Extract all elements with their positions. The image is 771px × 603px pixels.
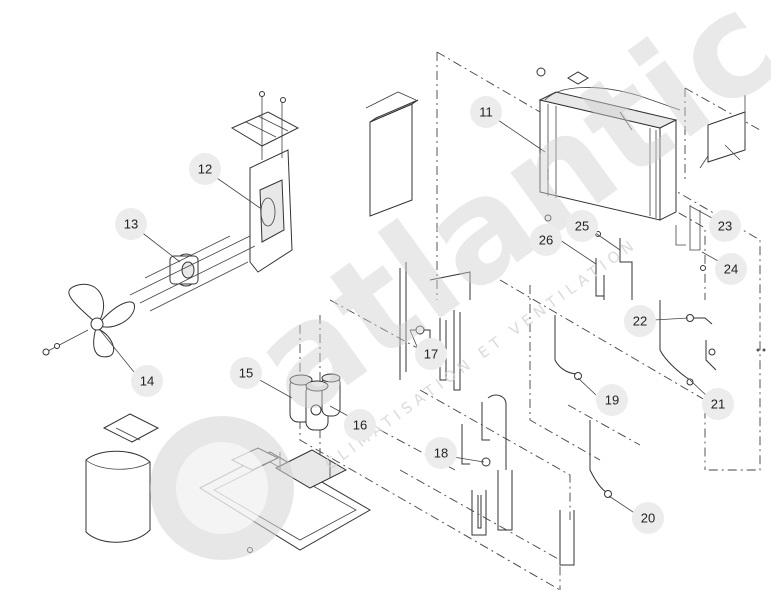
fan-motor-part [129, 235, 256, 312]
callout-23: 23 [709, 210, 741, 242]
callout-25: 25 [566, 210, 598, 242]
callout-19-label: 19 [605, 393, 619, 408]
piping-assembly-18 [461, 394, 575, 566]
callout-22: 22 [624, 305, 656, 337]
compressor-part [289, 373, 341, 431]
callout-14: 14 [131, 365, 163, 397]
callout-17: 17 [415, 338, 447, 370]
callout-11-label: 11 [479, 105, 493, 120]
callout-24-label: 24 [724, 262, 738, 277]
callout-22-label: 22 [633, 314, 647, 329]
motor-bracket-part [230, 91, 300, 273]
callout-16: 16 [344, 409, 376, 441]
propeller-fan-part [42, 283, 136, 358]
callout-25-label: 25 [575, 219, 589, 234]
piping-assembly-right [544, 214, 717, 498]
callout-26: 26 [530, 224, 562, 256]
callout-12-label: 12 [198, 162, 212, 177]
callout-19: 19 [596, 384, 628, 416]
condenser-coil-part [536, 67, 713, 221]
callouts: 11 12 13 14 15 16 17 18 [115, 96, 747, 534]
partition-plate-part [365, 91, 419, 217]
callout-18: 18 [425, 437, 457, 469]
callout-20: 20 [632, 502, 664, 534]
callout-15-label: 15 [239, 366, 253, 381]
callout-24: 24 [715, 253, 747, 285]
registration-mark [756, 348, 766, 352]
callout-20-label: 20 [641, 511, 655, 526]
callout-26-label: 26 [539, 233, 553, 248]
callout-17-label: 17 [424, 347, 438, 362]
callout-12: 12 [189, 153, 221, 185]
callout-21: 21 [702, 388, 734, 420]
callout-13-label: 13 [124, 217, 138, 232]
callout-14-label: 14 [140, 374, 154, 389]
right-bracket-part [675, 95, 746, 271]
callout-13: 13 [115, 208, 147, 240]
side-cover-part [85, 413, 160, 543]
callout-21-label: 21 [711, 397, 725, 412]
callout-11: 11 [470, 96, 502, 128]
callout-18-label: 18 [434, 446, 448, 461]
callout-16-label: 16 [353, 418, 367, 433]
leader-lines [99, 119, 721, 515]
callout-15: 15 [230, 357, 262, 389]
atlantic-watermark: atlantic CLIMATISATION ET VENTILATION [150, 0, 771, 560]
callout-23-label: 23 [718, 219, 732, 234]
